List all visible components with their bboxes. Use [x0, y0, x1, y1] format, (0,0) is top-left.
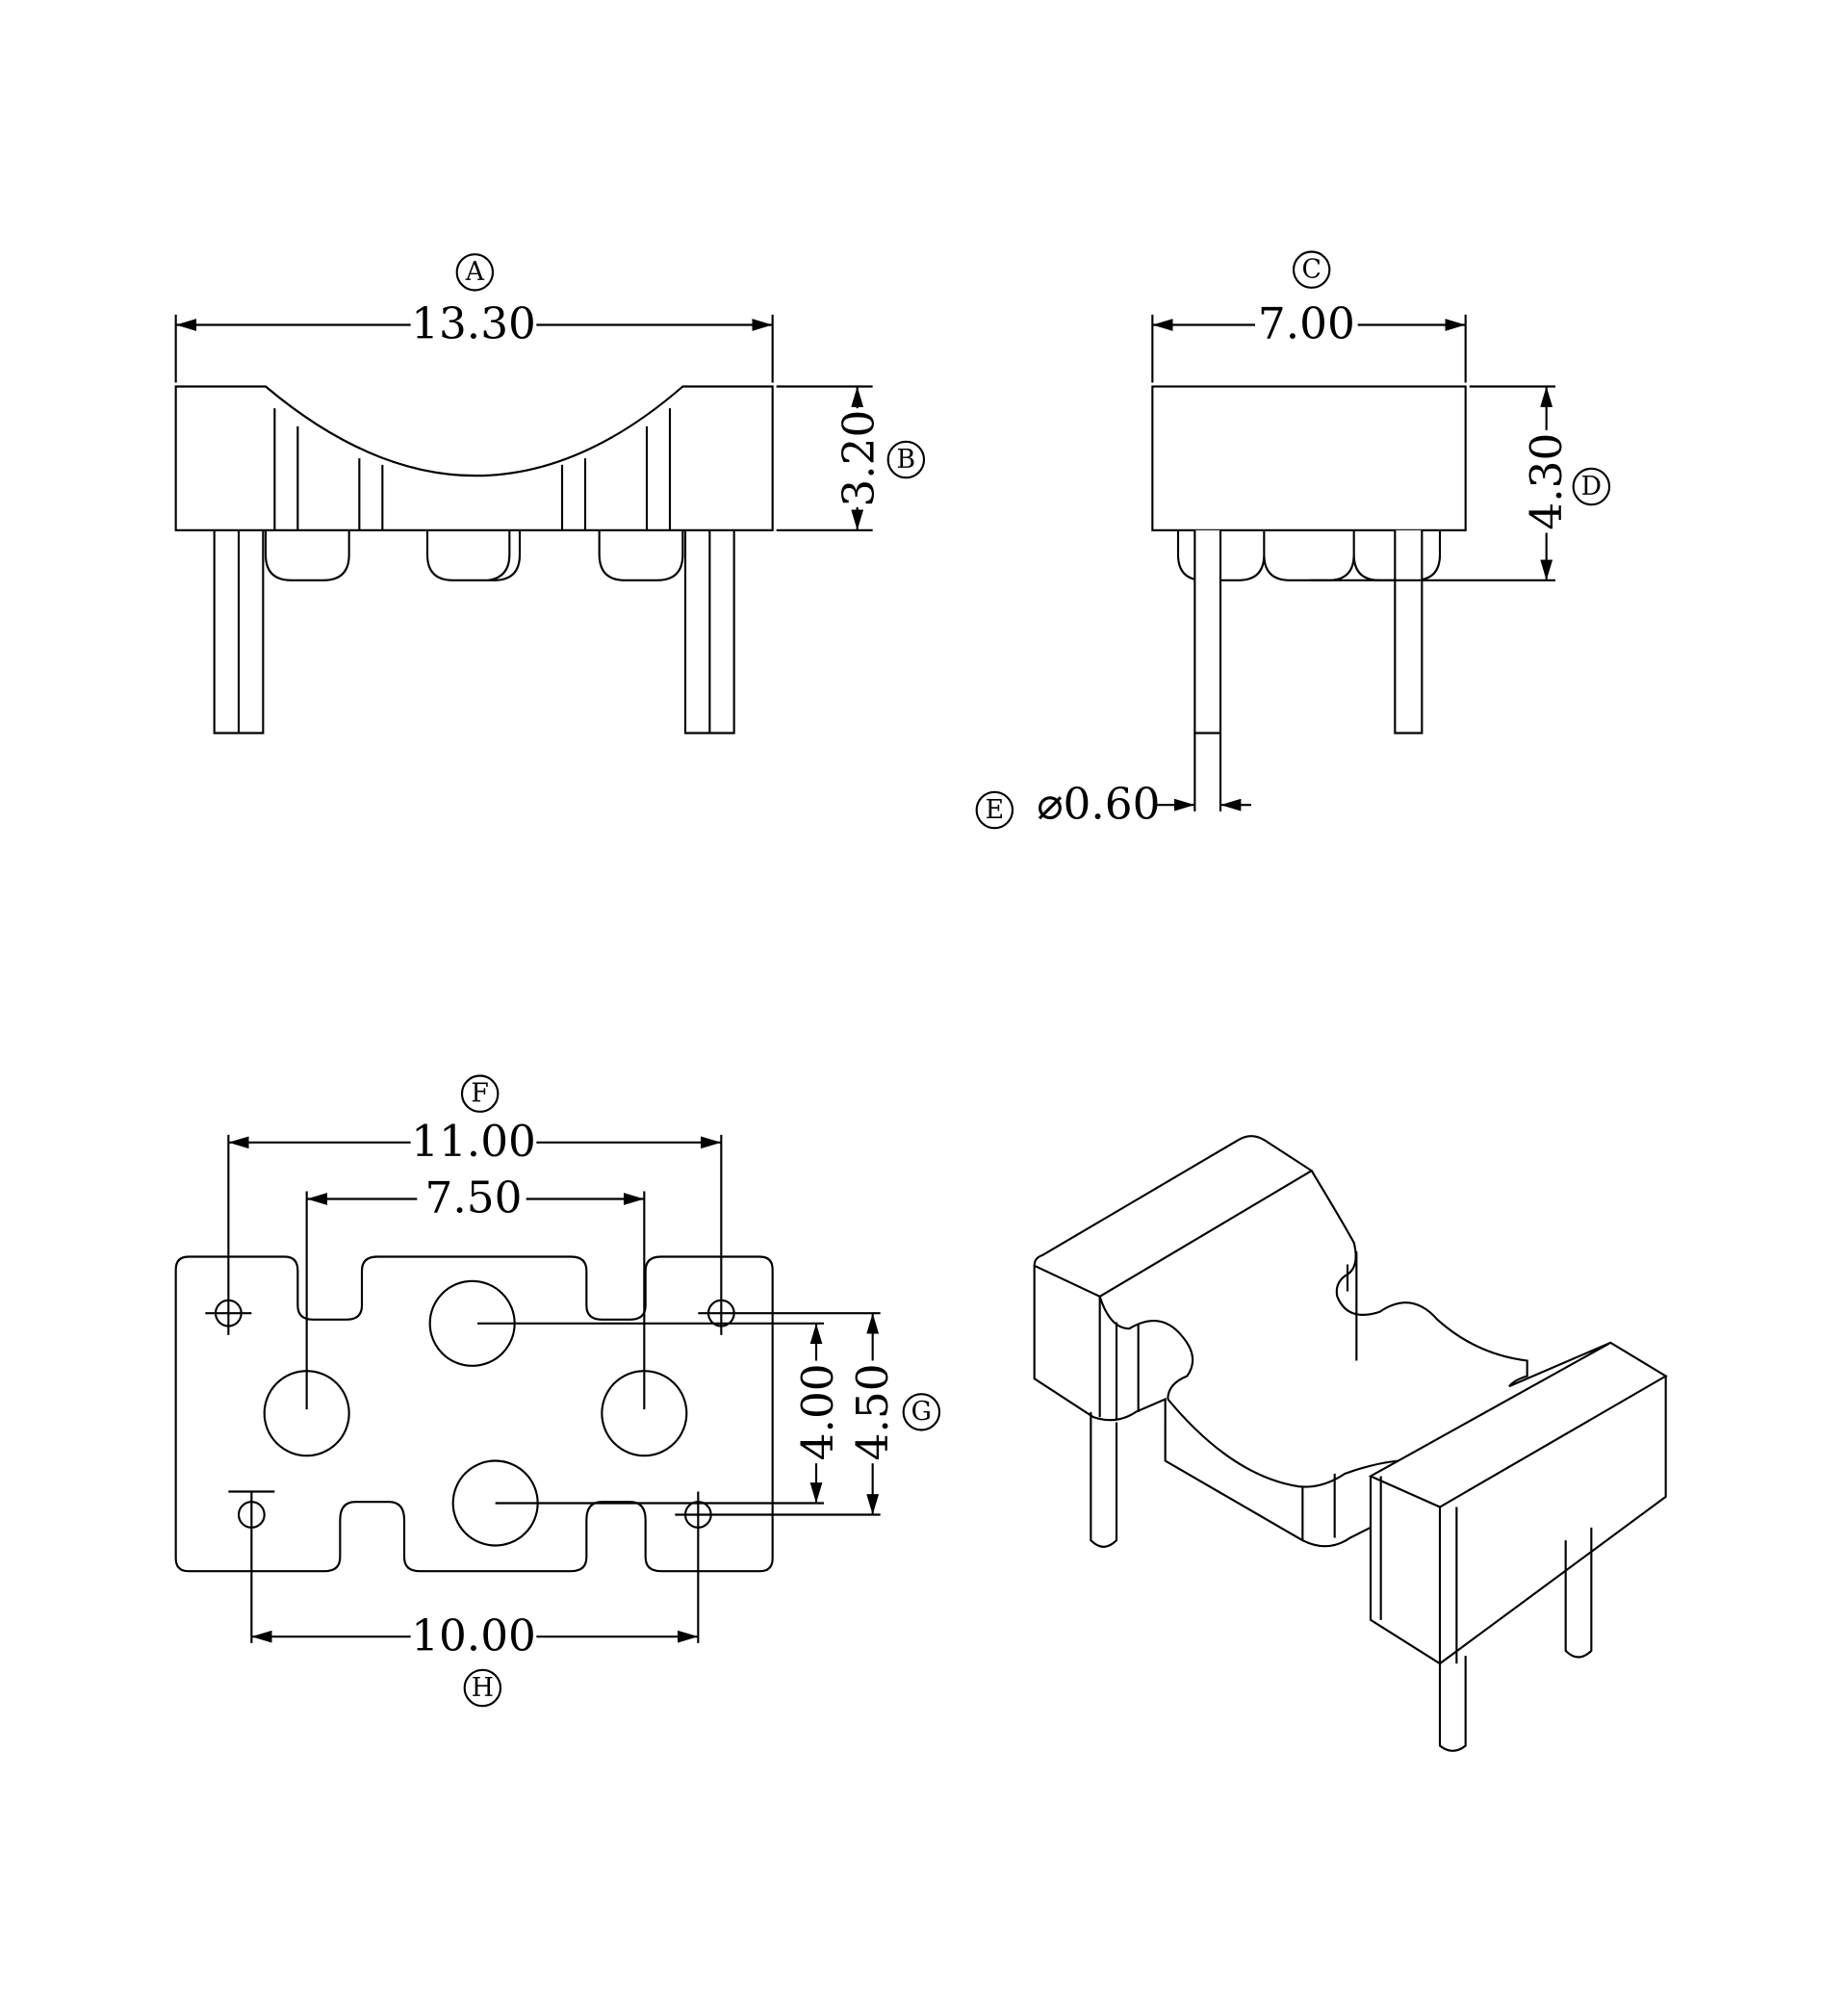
- dim-pin-diameter: ⌀0.60: [1037, 778, 1160, 829]
- isometric-view: [1033, 1135, 1668, 1752]
- label-c: C: [1301, 255, 1321, 285]
- dim-7-00: 7.00: [1258, 298, 1355, 349]
- dim-10-00: 10.00: [411, 1610, 536, 1661]
- dim-4-50: 4.50: [847, 1363, 898, 1460]
- label-e: E: [986, 795, 1004, 825]
- dim-4-00: 4.00: [792, 1363, 843, 1460]
- bottom-view: 11.00 F 7.50 4.00 4.50 G 10.00 H: [174, 1074, 941, 1708]
- label-h: H: [472, 1673, 494, 1703]
- front-view: 13.30 A 3.20 B: [174, 253, 926, 734]
- dim-11-00: 11.00: [411, 1116, 536, 1167]
- label-b: B: [897, 445, 916, 475]
- label-g: G: [911, 1397, 932, 1427]
- label-d: D: [1581, 472, 1602, 502]
- dim-13-30: 13.30: [411, 298, 536, 349]
- label-f: F: [471, 1079, 489, 1109]
- dim-3-20: 3.20: [834, 410, 885, 507]
- dim-4-30: 4.30: [1521, 433, 1572, 530]
- label-a: A: [465, 257, 485, 287]
- dim-7-50: 7.50: [425, 1172, 523, 1223]
- side-view: 7.00 C 4.30 D ⌀0.60 E: [975, 250, 1611, 829]
